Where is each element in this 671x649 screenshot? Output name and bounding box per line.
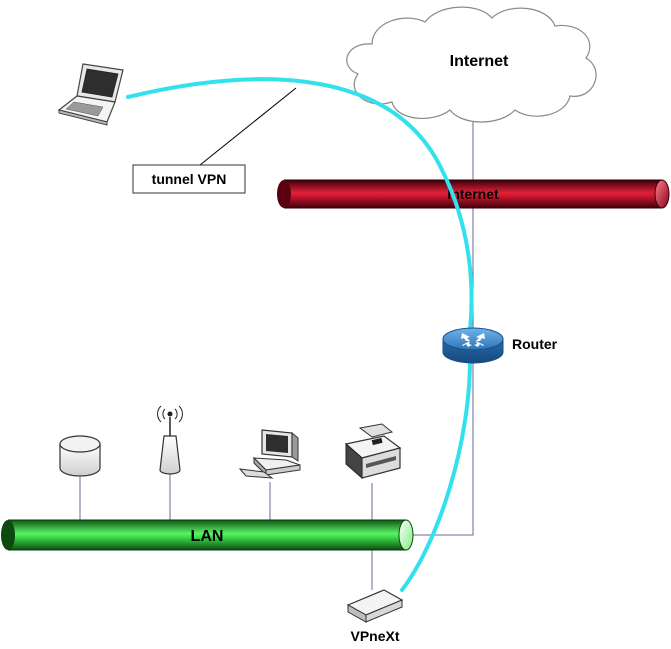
internet-pipe-body xyxy=(284,180,662,208)
vpn-appliance-icon xyxy=(346,589,404,623)
vpn-device-label: VPneXt xyxy=(350,628,399,644)
wireless-access-point-icon xyxy=(157,405,183,475)
vpn-tunnel xyxy=(126,77,474,592)
internet-pipe-right-cap xyxy=(654,179,670,209)
internet-backbone-pipe: Internet xyxy=(277,179,670,209)
storage-disk-icon xyxy=(59,435,101,477)
callout-leader-line xyxy=(199,87,297,166)
desktop-computer-icon xyxy=(238,429,301,479)
vpn-tunnel-upper-curve xyxy=(126,77,474,332)
lan-pipe-label: LAN xyxy=(191,528,224,545)
lan-pipe-right-cap xyxy=(398,519,414,551)
lan-pipe-body xyxy=(8,520,406,550)
tunnel-vpn-callout: tunnel VPN xyxy=(132,87,297,194)
internet-pipe-label: Internet xyxy=(447,186,499,202)
router-top xyxy=(442,327,504,351)
internet-pipe-left-end xyxy=(277,180,291,208)
router-label: Router xyxy=(512,336,558,352)
laptop-icon xyxy=(57,63,124,126)
lan-pipe-left-end xyxy=(1,520,15,550)
printer-icon xyxy=(344,423,402,480)
callout-box xyxy=(132,164,246,194)
router-icon xyxy=(442,327,504,364)
router-arrows xyxy=(461,333,485,347)
vpn-tunnel-lower-curve xyxy=(400,358,472,592)
lan-pipe: LAN xyxy=(1,519,414,551)
callout-label: tunnel VPN xyxy=(152,171,227,187)
internet-cloud: Internet xyxy=(346,6,597,123)
cloud-label: Internet xyxy=(450,53,509,70)
